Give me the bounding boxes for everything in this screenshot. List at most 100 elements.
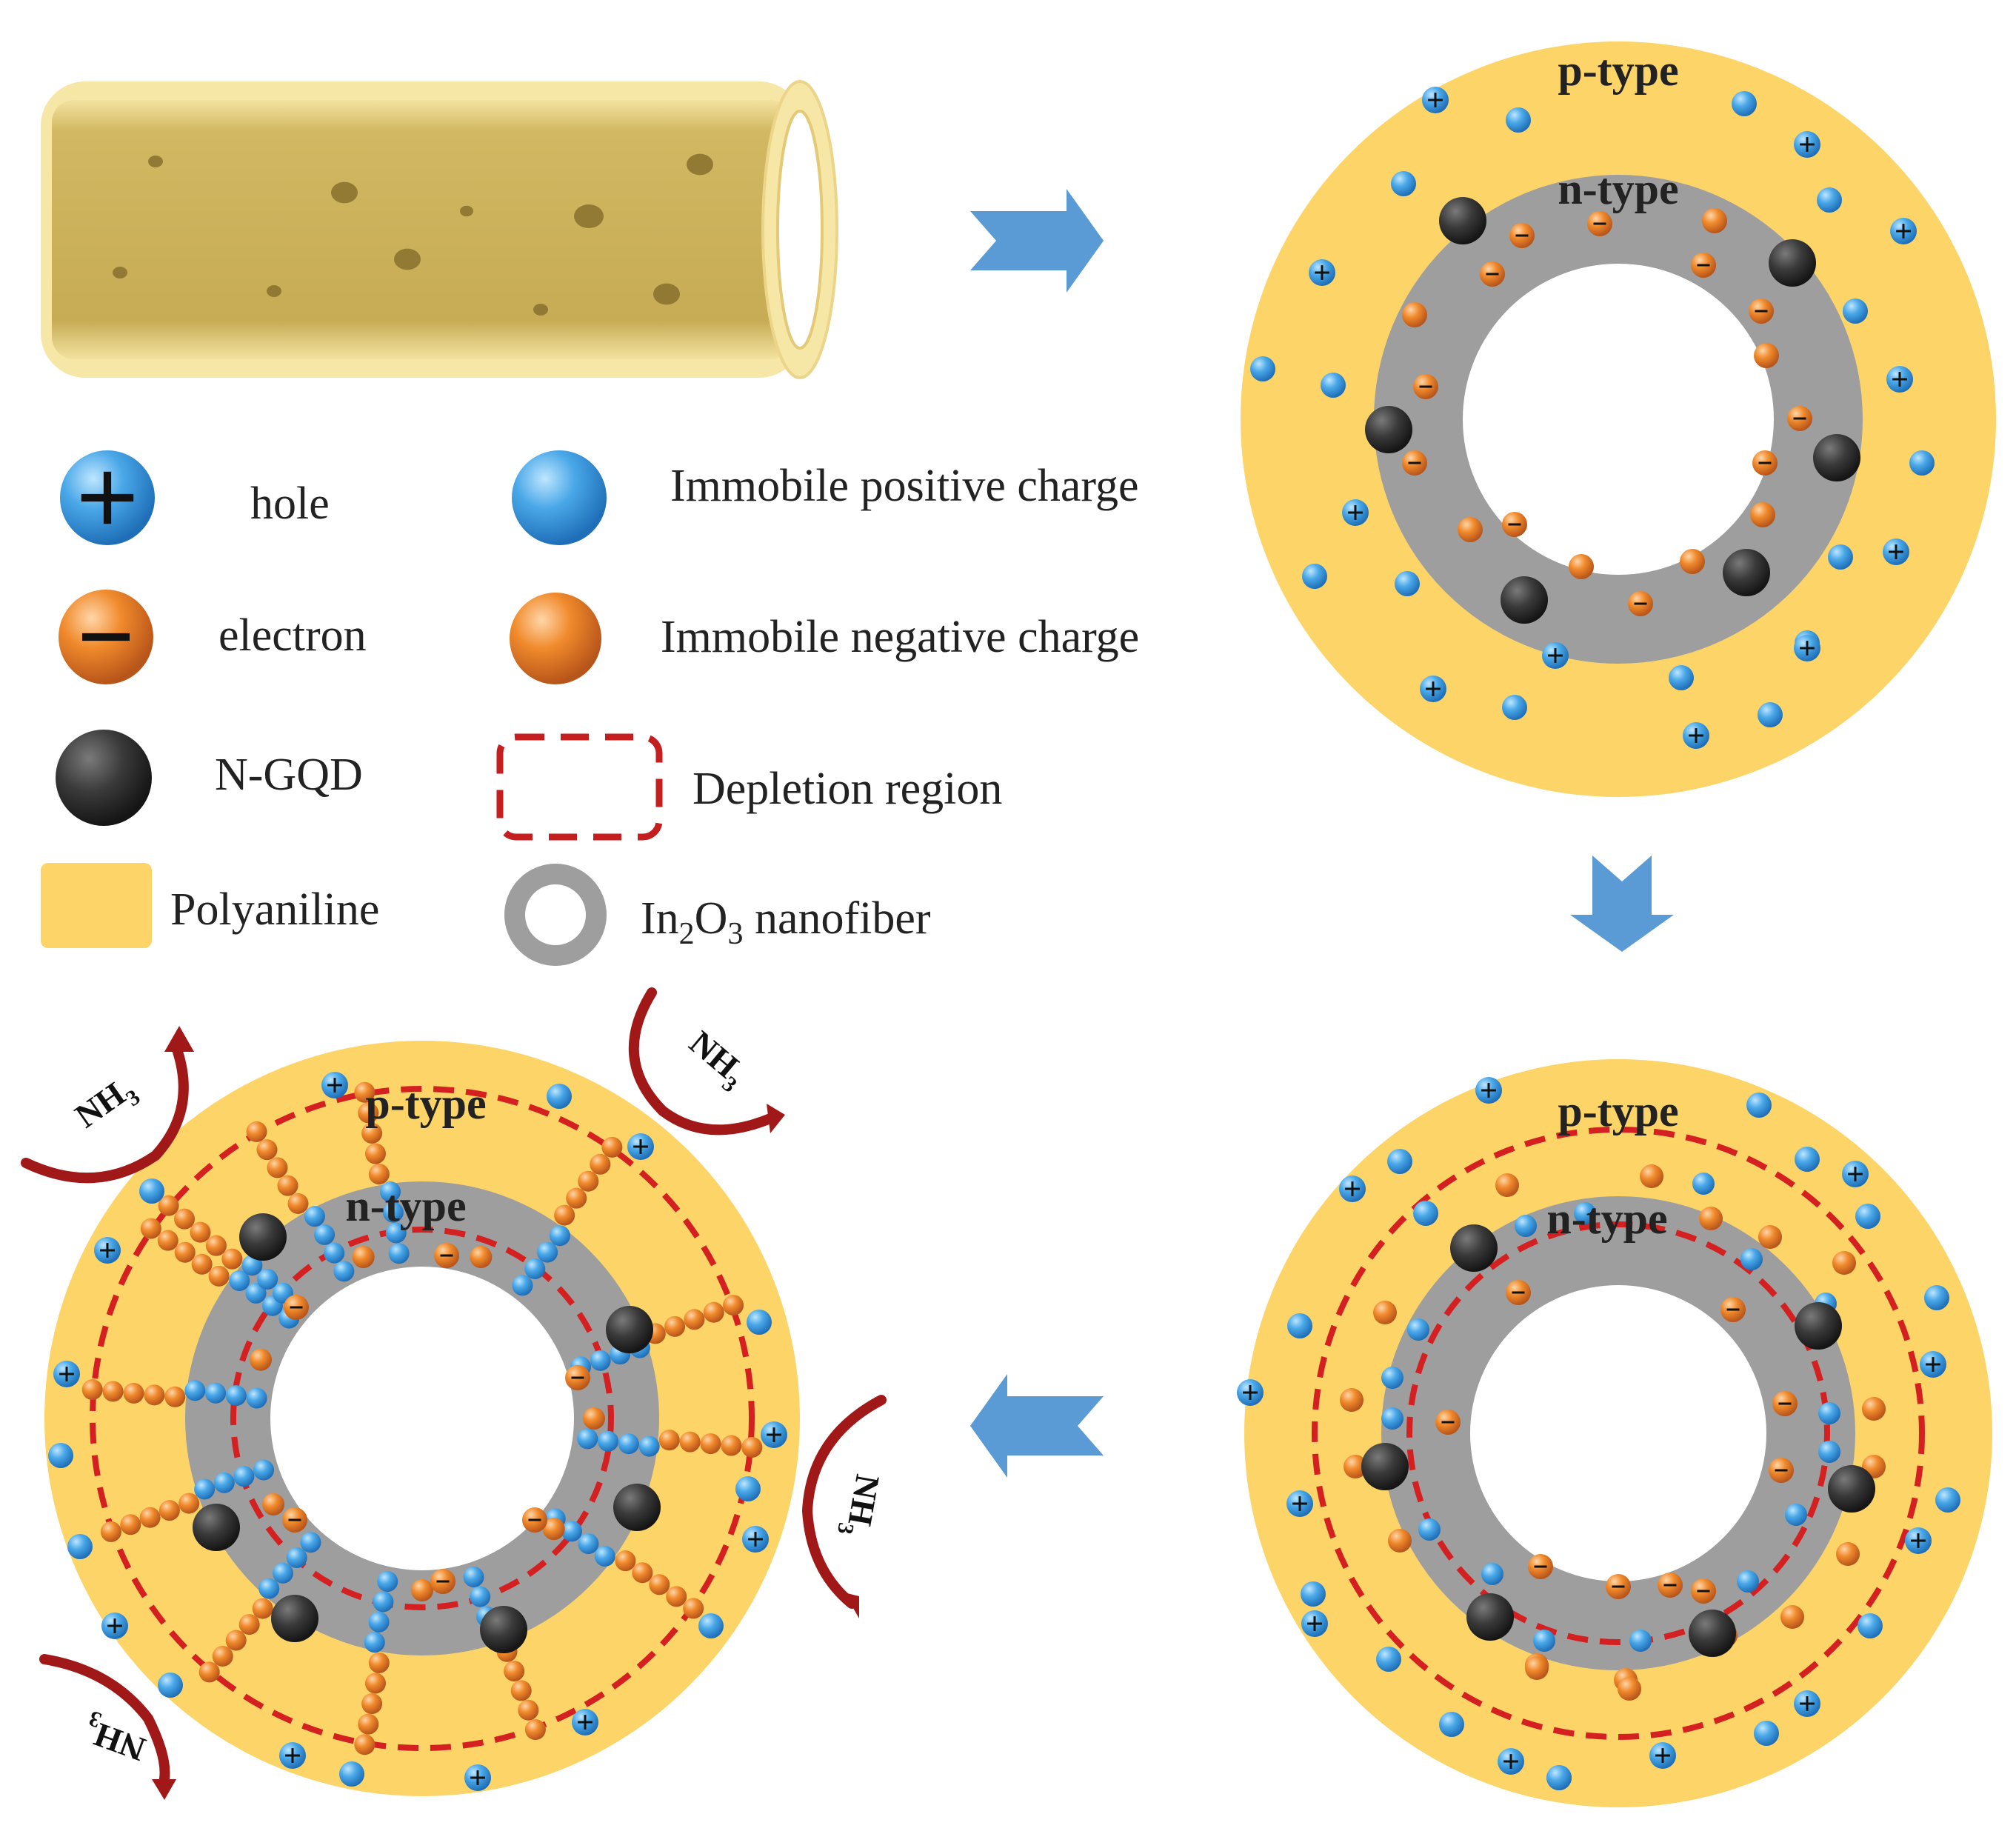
- legend-immobile-positive-label: Immobile positive charge: [670, 461, 1138, 511]
- legend-immobile-negative-label: Immobile negative charge: [661, 612, 1139, 662]
- hole-particle: [1886, 366, 1913, 393]
- hole-particle: [1794, 635, 1820, 661]
- immobile-negative-charge: [470, 1245, 493, 1268]
- hole-particle: [761, 1421, 787, 1448]
- electron-particle: [1628, 591, 1653, 616]
- immobile-positive-charge: [1407, 1318, 1429, 1341]
- immobile-positive-charge: [304, 1206, 325, 1227]
- surface-particle: [533, 304, 548, 316]
- immobile-negative-charge: [649, 1574, 670, 1595]
- legend-hole-label: hole: [250, 478, 330, 529]
- immobile-positive-charge: [638, 1435, 660, 1457]
- immobile-positive-charge: [1818, 1402, 1840, 1424]
- panel-initial-junction: [1241, 41, 1996, 797]
- electron-particle: [1413, 374, 1438, 399]
- immobile-negative-charge: [1373, 1301, 1397, 1324]
- immobile-positive-charge: [388, 1243, 410, 1264]
- immobile-negative-charge: [164, 1386, 186, 1407]
- fiber-core: [1470, 1285, 1766, 1581]
- immobile-negative-charge: [123, 1382, 144, 1404]
- ngqd-particle: [1466, 1593, 1514, 1641]
- tr-p-type-label: p-type: [1558, 46, 1678, 95]
- hole-particle: [1794, 1690, 1820, 1717]
- immobile-positive-charge: [158, 1673, 183, 1698]
- legend-depletion-label: Depletion region: [692, 764, 1002, 814]
- surface-particle: [653, 283, 680, 305]
- surface-particle: [267, 285, 281, 297]
- immobile-negative-charge: [262, 1493, 285, 1515]
- legend-nanofiber-label: In2O3 nanofiber: [641, 893, 931, 951]
- immobile-positive-charge: [241, 1255, 263, 1276]
- immobile-negative-charge: [364, 1673, 386, 1694]
- hole-particle: [1920, 1351, 1946, 1378]
- surface-particle: [113, 267, 127, 279]
- fiber-surface-particles: [113, 153, 713, 316]
- surface-particle: [574, 204, 604, 228]
- immobile-negative-charge: [144, 1384, 165, 1406]
- immobile-negative-charge: [190, 1221, 211, 1243]
- immobile-negative-charge: [518, 1699, 539, 1721]
- inner-depletion-boundary: [1406, 1221, 1830, 1645]
- immobile-negative-charge: [524, 1719, 546, 1741]
- immobile-negative-charge: [1569, 554, 1594, 579]
- hole-particle: [1420, 676, 1446, 702]
- immobile-positive-charge: [253, 1459, 275, 1481]
- electron-particle: [1435, 1410, 1461, 1435]
- immobile-positive-charge: [1387, 1149, 1412, 1174]
- surface-particle: [148, 156, 163, 167]
- hole-particle: [742, 1526, 769, 1553]
- immobile-positive-charge: [1924, 1285, 1949, 1310]
- surface-particle: [394, 248, 421, 270]
- immobile-negative-charge: [1699, 1207, 1723, 1230]
- electron-particle: [1691, 1578, 1716, 1604]
- ngqd-particle: [1439, 197, 1486, 244]
- immobile-positive-charge: [594, 1545, 615, 1567]
- immobile-negative-charge: [510, 1680, 532, 1701]
- electron-particle: [1772, 1391, 1798, 1416]
- immobile-negative-charge: [361, 1122, 383, 1144]
- legend-depletion-icon: [496, 733, 663, 841]
- fiber-body: [52, 100, 792, 359]
- immobile-positive-charge: [524, 1258, 546, 1279]
- immobile-negative-charge: [157, 1230, 178, 1251]
- immobile-positive-charge: [735, 1476, 761, 1501]
- immobile-negative-charge: [267, 1157, 288, 1178]
- immobile-positive-charge: [225, 1385, 247, 1407]
- immobile-positive-charge: [1439, 1712, 1464, 1737]
- immobile-negative-charge: [1458, 517, 1483, 542]
- hole-particle: [1842, 1161, 1869, 1187]
- electron-particle: [282, 1507, 307, 1533]
- ngqd-particle: [480, 1606, 527, 1653]
- immobile-positive-charge: [1629, 1630, 1652, 1652]
- immobile-positive-charge: [1250, 356, 1275, 381]
- immobile-positive-charge: [1692, 1173, 1715, 1195]
- legend-polyaniline-label: Polyaniline: [170, 884, 379, 935]
- immobile-positive-charge: [1737, 1570, 1759, 1593]
- immobile-positive-charge: [213, 1472, 235, 1493]
- flow-arrows: [970, 189, 1674, 1478]
- immobile-positive-charge: [333, 1261, 355, 1282]
- immobile-positive-charge: [272, 1562, 293, 1584]
- immobile-negative-charge: [684, 1309, 705, 1330]
- electron-particle: [284, 1295, 309, 1320]
- immobile-negative-charge: [1495, 1173, 1519, 1197]
- immobile-negative-charge: [198, 1661, 220, 1683]
- immobile-negative-charge: [554, 1204, 575, 1226]
- electron-particle: [522, 1507, 547, 1533]
- immobile-positive-charge: [1481, 1563, 1503, 1585]
- hole-particle: [1542, 642, 1569, 669]
- immobile-positive-charge: [1287, 1313, 1312, 1338]
- electron-particle: [1787, 406, 1812, 431]
- panel-depletion-junction: [1237, 1059, 1992, 1807]
- ngqd-particle: [1689, 1610, 1736, 1657]
- electron-particle: [430, 1569, 455, 1594]
- fiber-end-hollow: [776, 110, 824, 350]
- immobile-negative-charge: [287, 1193, 309, 1214]
- immobile-negative-charge: [658, 1430, 680, 1451]
- hole-particle: [1342, 499, 1369, 526]
- immobile-positive-charge: [549, 1225, 570, 1247]
- immobile-positive-charge: [1321, 373, 1346, 398]
- immobile-negative-charge: [578, 1170, 599, 1192]
- hole-particle: [1649, 1742, 1676, 1769]
- immobile-positive-charge: [377, 1571, 398, 1593]
